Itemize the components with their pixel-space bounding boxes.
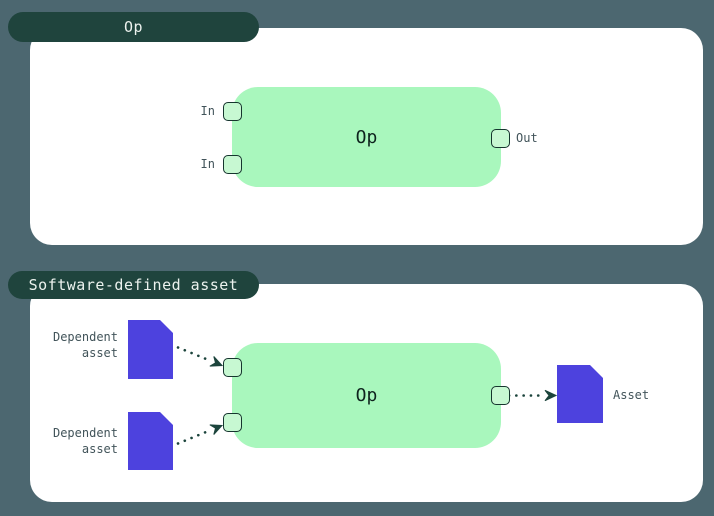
- output-handle: [491, 386, 510, 405]
- dependent-asset-label: Dependent asset: [28, 330, 118, 361]
- dependency-arrow: [507, 389, 558, 402]
- op-node-label: Op: [355, 385, 378, 406]
- tab-op: Op: [8, 12, 259, 42]
- tab-software-defined-asset: Software-defined asset: [8, 271, 259, 299]
- dependent-asset-label-line1: Dependent: [52, 426, 118, 440]
- input-handle: [223, 413, 242, 432]
- dependent-asset-label-line2: asset: [81, 345, 118, 360]
- asset-shape: [557, 365, 603, 423]
- op-node: Op: [232, 87, 501, 187]
- dependent-asset-label: Dependent asset: [28, 426, 118, 457]
- input-handle: [223, 358, 242, 377]
- input-label: In: [200, 104, 215, 118]
- input-label: In: [200, 157, 215, 171]
- dependent-asset-label-line2: asset: [81, 441, 118, 456]
- tab-op-label: Op: [123, 18, 144, 36]
- dependent-asset-shape: [128, 412, 173, 470]
- dependent-asset-label-line1: Dependent: [52, 330, 118, 344]
- output-label: Out: [516, 131, 538, 145]
- input-handle: [223, 155, 242, 174]
- input-handle: [223, 102, 242, 121]
- output-handle: [491, 129, 510, 148]
- dependency-arrow: [176, 424, 224, 445]
- op-node: Op: [232, 343, 501, 448]
- tab-software-defined-asset-label: Software-defined asset: [28, 276, 239, 294]
- op-node-label: Op: [355, 126, 378, 148]
- dependent-asset-shape: [128, 320, 173, 379]
- dependency-arrow: [176, 346, 224, 367]
- asset-label: Asset: [613, 388, 650, 402]
